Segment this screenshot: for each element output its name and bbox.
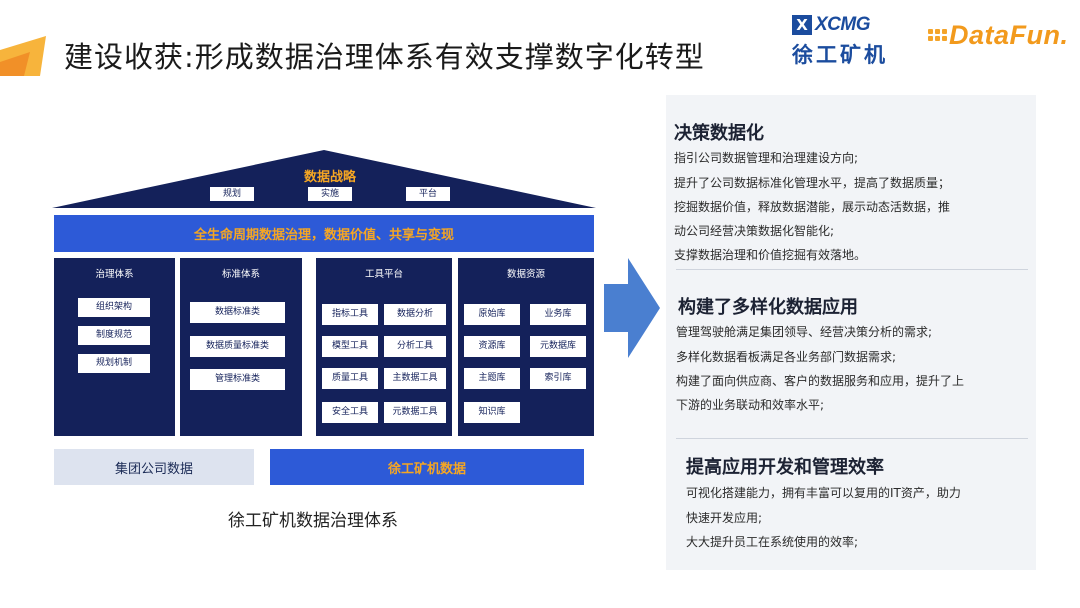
pillar-box: 模型工具 — [322, 336, 378, 357]
pillar-box: 分析工具 — [384, 336, 446, 357]
pillar-box: 业务库 — [530, 304, 586, 325]
pillar-box: 主题库 — [464, 368, 520, 389]
section-line: 大大提升员工在系统使用的效率; — [686, 535, 859, 549]
section-heading: 提高应用开发和管理效率 — [686, 457, 884, 478]
pillar-box: 质量工具 — [322, 368, 378, 389]
section-divider — [676, 438, 1028, 439]
slide-title: 建设收获:形成数据治理体系有效支撑数字化转型 — [64, 40, 705, 74]
pillar-box: 指标工具 — [322, 304, 378, 325]
pillar-box: 管理标准类 — [190, 369, 285, 390]
pillar-box: 规划机制 — [78, 354, 150, 373]
section-line: 可视化搭建能力，拥有丰富可以复用的IT资产，助力 — [686, 486, 961, 500]
lifecycle-band-text: 全生命周期数据治理，数据价值、共享与变现 — [193, 228, 454, 243]
datafun-logo: DataFun. — [928, 18, 1069, 52]
pillar-box: 数据分析 — [384, 304, 446, 325]
section-line: 管理驾驶舱满足集团领导、经营决策分析的需求; — [676, 325, 933, 339]
diagram-caption: 徐工矿机数据治理体系 — [228, 511, 398, 531]
section-heading: 构建了多样化数据应用 — [678, 297, 858, 318]
base-group-data: 集团公司数据 — [54, 449, 254, 485]
section-line: 动公司经营决策数据化智能化; — [674, 224, 835, 238]
base-xcmg-mining-data: 徐工矿机数据 — [270, 449, 584, 485]
base-xcmg-mining-data-label: 徐工矿机数据 — [387, 461, 466, 477]
section-heading: 决策数据化 — [674, 123, 764, 144]
pillar-box: 安全工具 — [322, 402, 378, 423]
pillar-title: 工具平台 — [364, 269, 403, 280]
xcmg-mark-icon: X — [792, 15, 812, 35]
pillar-box: 原始库 — [464, 304, 520, 325]
roof-item-platform: 平台 — [406, 187, 450, 201]
xcmg-chinese-name: 徐工矿机 — [792, 43, 888, 67]
pillar-tool-platform: 工具平台 指标工具 数据分析 模型工具 分析工具 质量工具 主数据工具 安全工具… — [316, 258, 452, 436]
base-group-data-label: 集团公司数据 — [114, 461, 193, 477]
section-line: 挖掘数据价值，释放数据潜能，展示动态活数据，推 — [674, 200, 951, 214]
section-line: 构建了面向供应商、客户的数据服务和应用，提升了上 — [676, 374, 965, 388]
pillar-title: 数据资源 — [506, 269, 545, 280]
roof-item-plan: 规划 — [210, 187, 254, 201]
roof-title: 数据战略 — [303, 170, 356, 185]
roof-shape — [52, 150, 596, 208]
right-arrow-icon — [604, 258, 660, 358]
section-line: 下游的业务联动和效率水平; — [676, 398, 825, 412]
pillar-standards: 标准体系 数据标准类 数据质量标准类 管理标准类 — [180, 258, 302, 436]
xcmg-wordmark: XCMG — [815, 14, 871, 35]
pillar-box: 数据标准类 — [190, 302, 285, 323]
section-line: 多样化数据看板满足各业务部门数据需求; — [676, 350, 897, 364]
section-line: 指引公司数据管理和治理建设方向; — [674, 151, 859, 165]
pillar-box: 元数据库 — [530, 336, 586, 357]
section-line: 快速开发应用; — [686, 511, 763, 525]
pillar-box: 数据质量标准类 — [190, 336, 285, 357]
pillar-box: 组织架构 — [78, 298, 150, 317]
section-line: 提升了公司数据标准化管理水平，提高了数据质量； — [674, 176, 951, 190]
pillar-box: 元数据工具 — [384, 402, 446, 423]
datafun-dots-icon — [928, 29, 947, 41]
pillar-governance: 治理体系 组织架构 制度规范 规划机制 — [54, 258, 175, 436]
lifecycle-band: 全生命周期数据治理，数据价值、共享与变现 — [54, 215, 594, 252]
results-panel: 决策数据化 指引公司数据管理和治理建设方向; 提升了公司数据标准化管理水平，提高… — [666, 95, 1036, 570]
xcmg-logo: X XCMG 徐工矿机 — [792, 14, 892, 67]
pillar-box: 资源库 — [464, 336, 520, 357]
pillar-title: 治理体系 — [95, 269, 134, 280]
pillar-box: 主数据工具 — [384, 368, 446, 389]
roof-item-implement: 实施 — [308, 187, 352, 201]
pillar-box: 制度规范 — [78, 326, 150, 345]
section-divider — [676, 269, 1028, 270]
corner-accent-shape — [0, 36, 46, 76]
pillar-box: 索引库 — [530, 368, 586, 389]
pillar-box: 知识库 — [464, 402, 520, 423]
datafun-wordmark: DataFun. — [949, 19, 1069, 50]
pillar-title: 标准体系 — [221, 269, 260, 280]
pillar-data-resources: 数据资源 原始库 业务库 资源库 元数据库 主题库 索引库 知识库 — [458, 258, 594, 436]
section-line: 支撑数据治理和价值挖掘有效落地。 — [674, 248, 867, 262]
